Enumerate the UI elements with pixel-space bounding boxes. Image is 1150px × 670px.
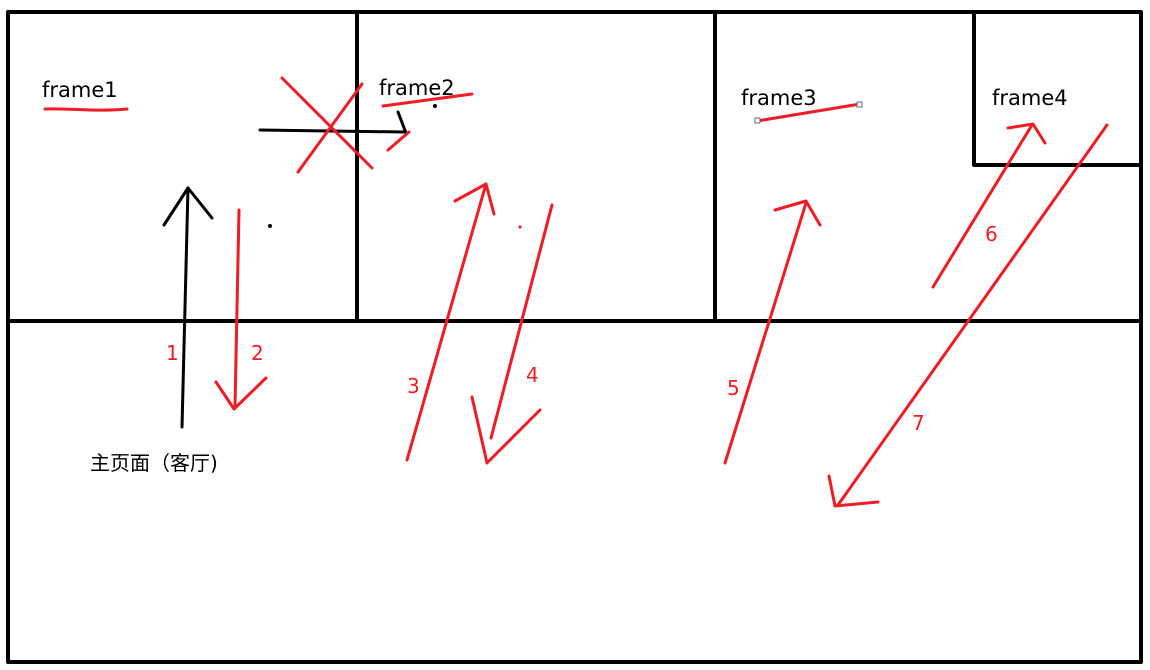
frame4-outline [972, 10, 1143, 167]
main-page-label: 主页面（客厅) [90, 451, 218, 475]
cross-arrow-tick [386, 130, 411, 152]
arrow-7-shaft [836, 123, 1109, 507]
stray-dot-frame1 [268, 224, 272, 228]
frame3-label: frame3 [741, 86, 817, 110]
frame2-underline [381, 92, 474, 108]
arrow-1-head [162, 186, 214, 227]
arrow-5 [723, 199, 822, 465]
frame4-label: frame4 [992, 86, 1068, 110]
arrow-7 [827, 123, 1109, 508]
arrow-5-shaft [723, 201, 808, 465]
blocked-arrow-head [396, 110, 408, 135]
main-page-outline [6, 10, 1143, 664]
blocked-arrow-frame1-to-frame2 [258, 110, 408, 135]
frame3-underline-handle-right [856, 101, 863, 108]
step-number-7: 7 [912, 411, 925, 435]
blocked-arrow-shaft [258, 128, 406, 134]
arrow-1 [162, 186, 214, 429]
arrow-1-shaft [180, 186, 190, 429]
frame3-underline-handle-left [754, 117, 761, 124]
arrow-6-shaft [931, 123, 1034, 289]
arrow-4-head [470, 395, 542, 465]
arrow-5-head [773, 199, 822, 227]
label-underlines [43, 92, 862, 123]
stray-dot-frame2 [433, 104, 437, 108]
step-number-3: 3 [407, 374, 420, 398]
arrow-2 [214, 208, 268, 411]
step-number-2: 2 [251, 341, 264, 365]
cross-stroke-a [280, 76, 374, 170]
stray-dot-red [518, 225, 522, 229]
arrow-4 [470, 203, 554, 465]
arrow-3-head [453, 182, 496, 216]
arrow-3 [405, 182, 496, 462]
arrow-6-head [1006, 122, 1047, 145]
arrow-7-head [827, 474, 880, 508]
arrow-2-head [214, 376, 268, 411]
step-number-5: 5 [727, 376, 740, 400]
frame1-label: frame1 [42, 78, 118, 102]
cross-stroke-b [296, 82, 364, 174]
arrow-3-shaft [405, 182, 488, 462]
arrow-2-shaft [233, 208, 241, 409]
arrow-4-shaft [489, 203, 554, 440]
step-number-4: 4 [526, 363, 539, 387]
red-cross-mark [280, 76, 411, 174]
frame2-label: frame2 [379, 76, 455, 100]
layout-outlines [6, 10, 1143, 664]
step-number-1: 1 [166, 341, 179, 365]
arrow-6 [931, 122, 1047, 289]
step-number-6: 6 [985, 222, 998, 246]
frame1-underline [43, 107, 129, 112]
frame3-underline [755, 102, 862, 123]
